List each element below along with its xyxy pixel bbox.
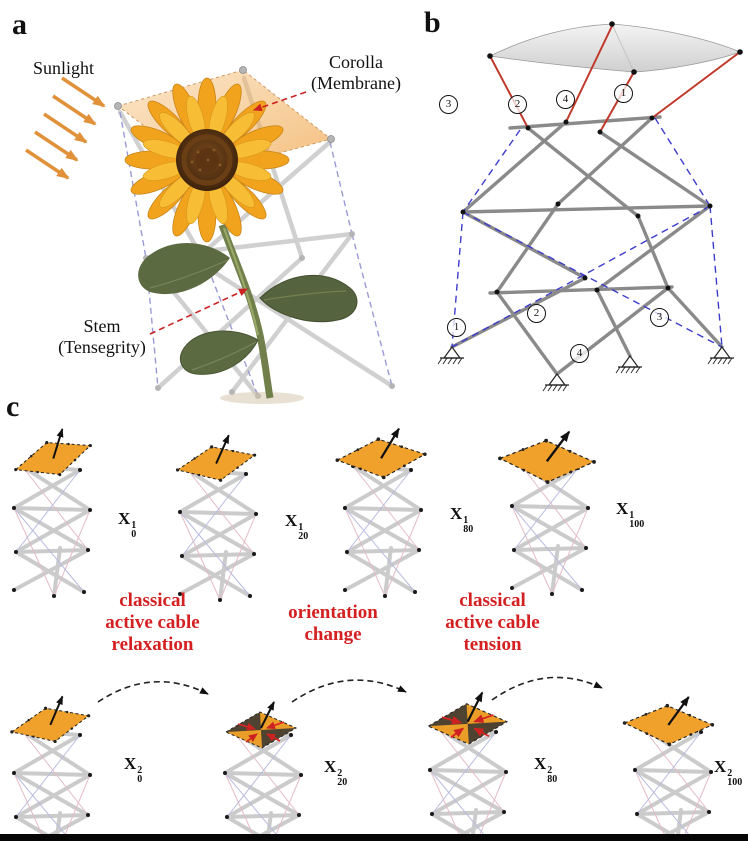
circled-number-cable: 4 — [556, 90, 575, 109]
panel-b-structure — [437, 21, 743, 392]
annotation-relaxation: classical active cable relaxation — [105, 590, 200, 655]
active-cables-red — [489, 25, 741, 133]
circled-number-cable: 2 — [508, 95, 527, 114]
panel-c-letter: c — [6, 390, 20, 423]
stem-pointer-arrow — [149, 288, 248, 335]
transition-arrow-3 — [491, 676, 603, 701]
circled-number-cable: 4 — [570, 344, 589, 363]
circled-number-cable: 2 — [527, 304, 546, 323]
panel-c-sequence — [0, 422, 748, 841]
panel-a-illustration — [25, 66, 395, 404]
transition-arrow-1 — [97, 680, 209, 703]
tower-nodes — [460, 21, 743, 295]
sunlight-label: Sunlight — [33, 58, 95, 78]
sunlight-arrows — [25, 76, 106, 180]
sunflower-leaves — [138, 243, 358, 375]
corolla-pointer-arrow — [253, 91, 307, 112]
annotation-orientation: orientation change — [288, 602, 378, 645]
annotation-tension: classical active cable tension — [445, 590, 540, 655]
transition-arrow-2 — [291, 679, 407, 703]
sunflower-head — [124, 77, 290, 243]
circled-number-cable: 3 — [650, 308, 669, 327]
panel-b-letter: b — [424, 6, 441, 39]
soil — [220, 392, 304, 404]
panel-a-letter: a — [12, 8, 27, 41]
sunflower-stem — [218, 223, 274, 399]
circled-number-cable: 1 — [614, 84, 633, 103]
bottom-bar — [0, 834, 748, 841]
circled-number-cable: 1 — [447, 318, 466, 337]
circled-number-cable: 3 — [439, 95, 458, 114]
corolla-label: Corolla (Membrane) — [311, 52, 401, 93]
transition-arrows — [97, 676, 603, 703]
stem-label: Stem (Tensegrity) — [58, 316, 146, 357]
